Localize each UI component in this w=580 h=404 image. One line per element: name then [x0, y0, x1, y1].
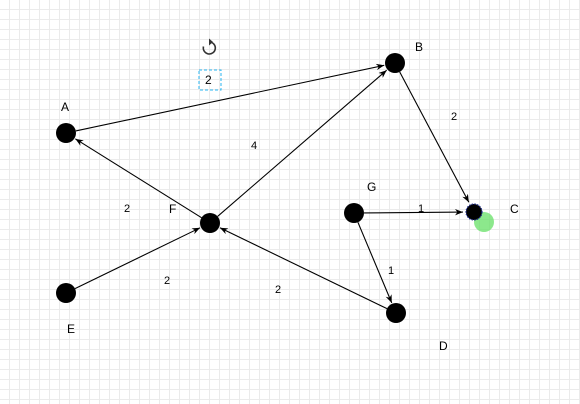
selected-edge-label[interactable]: 2 [205, 73, 212, 87]
node-label-c[interactable]: C [510, 202, 519, 216]
edge-labels-layer: 2 4 2 1 1 2 2 [124, 111, 457, 296]
edge-weight-g-d[interactable]: 1 [388, 265, 394, 277]
node-label-e[interactable]: E [67, 322, 75, 336]
node-label-b[interactable]: B [415, 40, 423, 54]
node-label-f[interactable]: F [169, 202, 176, 216]
rotate-icon[interactable] [202, 38, 217, 55]
node-labels-layer: A B C D E F G [61, 40, 519, 353]
edge-b-c[interactable] [399, 71, 470, 203]
selected-label-box[interactable] [198, 69, 222, 91]
edge-e-f[interactable] [74, 227, 201, 290]
node-label-d[interactable]: D [439, 339, 448, 353]
edges-layer [74, 63, 470, 310]
node-c[interactable] [465, 203, 483, 221]
edge-g-d[interactable] [357, 222, 393, 304]
edge-a-b[interactable] [75, 63, 385, 132]
edge-d-f[interactable] [219, 227, 388, 310]
edge-f-b[interactable] [217, 69, 388, 217]
node-a[interactable] [56, 123, 76, 143]
edge-weight-g-c[interactable]: 1 [418, 203, 424, 215]
node-d[interactable] [386, 303, 406, 323]
node-g[interactable] [344, 203, 364, 223]
nodes-layer [56, 53, 483, 323]
node-label-g[interactable]: G [367, 180, 376, 194]
edge-f-a[interactable] [75, 138, 202, 219]
node-f[interactable] [200, 213, 220, 233]
edge-weight-e-f[interactable]: 2 [164, 275, 170, 287]
edge-weight-b-c[interactable]: 2 [451, 111, 457, 123]
edge-weight-f-b[interactable]: 4 [251, 140, 257, 152]
edge-g-c[interactable] [363, 208, 464, 216]
node-label-a[interactable]: A [61, 100, 69, 114]
edge-weight-d-f[interactable]: 2 [275, 284, 281, 296]
node-e[interactable] [56, 283, 76, 303]
edge-weight-f-a[interactable]: 2 [124, 203, 130, 215]
node-b[interactable] [385, 53, 405, 73]
